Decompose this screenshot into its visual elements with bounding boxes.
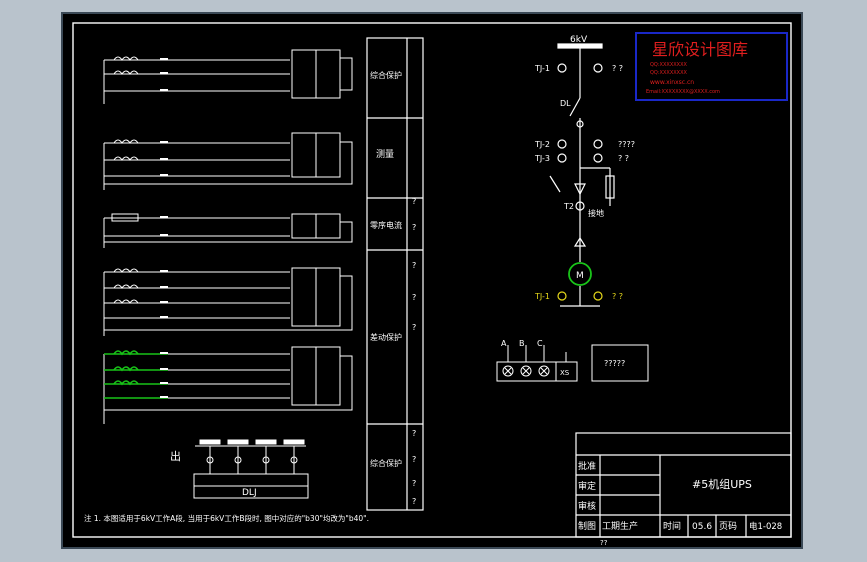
ct-symbols [557, 63, 603, 211]
time-label: 时间 [663, 520, 681, 532]
wire-tick-marks [160, 58, 168, 398]
terminal-label: XS [560, 369, 570, 377]
stamp-url: www.xinxsc.cn [650, 79, 694, 86]
protection-mark: ? [412, 497, 416, 506]
protection-mark: ? [412, 261, 416, 270]
ground-label: T2 [563, 202, 574, 211]
protection-mark: ? [412, 479, 416, 488]
title-label-draw: 制图 [578, 520, 596, 532]
protection-mark: ? [412, 429, 416, 438]
stamp-title: 星欣设计图库 [652, 40, 748, 59]
ct-mid-a-label: TJ-2 [534, 140, 550, 149]
ct-symbols-bottom [557, 291, 603, 301]
terminal-phase-a: A [501, 339, 507, 348]
motor-label: M [576, 271, 584, 281]
terminal-strip [496, 345, 578, 382]
ct-mid-a-note: ???? [618, 140, 635, 149]
page-value: 电1-028 [749, 521, 782, 532]
protection-row-1: 综合保护 [370, 70, 402, 80]
stamp-box [635, 32, 788, 101]
terminal-phase-b: B [519, 339, 525, 348]
drawing-note: 注 1. 本图适用于6kV工作A段, 当用于6kV工作B段时, 图中对应的"b3… [84, 513, 369, 523]
ct-mid-b-note: ? ? [618, 154, 629, 163]
title-stage: 工期生产 [602, 520, 638, 532]
stamp-email: Email:XXXXXXXX@XXXX.com [646, 89, 720, 95]
ct-top-note: ? ? [612, 64, 623, 73]
stamp-line1: QQ:XXXXXXXX [650, 62, 688, 68]
schematic-group-4 [103, 267, 353, 336]
ct-mid-b-label: TJ-3 [534, 154, 550, 163]
motor-symbol [568, 262, 592, 286]
schematic-group-2 [103, 132, 353, 190]
schematic-group-3 [103, 213, 353, 248]
terminal-phase-c: C [537, 339, 543, 348]
ground-note: 接地 [588, 208, 604, 218]
bottom-relay-block [193, 439, 309, 499]
title-label-review: 审定 [578, 480, 596, 492]
protection-mark: ? [412, 293, 416, 302]
drawing-border [72, 22, 792, 538]
stamp-line2: QQ:XXXXXXXX [650, 70, 688, 76]
protection-row-3: 零序电流 [370, 220, 402, 230]
protection-mark: ? [412, 197, 416, 206]
time-value: 05.6 [692, 522, 712, 532]
title-stage-extra: ?? [600, 539, 608, 547]
schematic-group-1 [103, 49, 353, 104]
bottom-block-label: DLJ [242, 488, 257, 498]
page-label: 页码 [719, 521, 737, 532]
terminal-box [591, 344, 649, 382]
protection-row-5: 综合保护 [370, 458, 402, 468]
switch-label: DL [560, 99, 571, 108]
ct-bottom-note: ? ? [612, 292, 623, 301]
protection-row-2: 测量 [376, 149, 394, 160]
title-label-approve: 批准 [578, 460, 596, 472]
bottom-block-side-label: 出 [170, 449, 181, 463]
protection-row-4: 差动保护 [370, 332, 402, 342]
ct-bottom-label: TJ-1 [534, 292, 550, 301]
ct-top-label: TJ-1 [534, 64, 550, 73]
schematic-group-5 [103, 346, 353, 424]
protection-mark: ? [412, 323, 416, 332]
title-block-frame [575, 432, 792, 538]
single-line-diagram [549, 43, 615, 307]
protection-mark: ? [412, 223, 416, 232]
title-label-check: 审核 [578, 500, 596, 512]
drawing-sheet [61, 12, 803, 549]
protection-table-frame [366, 37, 424, 511]
bus-label: 6kV [570, 35, 588, 45]
terminal-box-label: ????? [604, 359, 625, 368]
protection-mark: ? [412, 455, 416, 464]
drawing-title: #5机组UPS [692, 477, 752, 491]
